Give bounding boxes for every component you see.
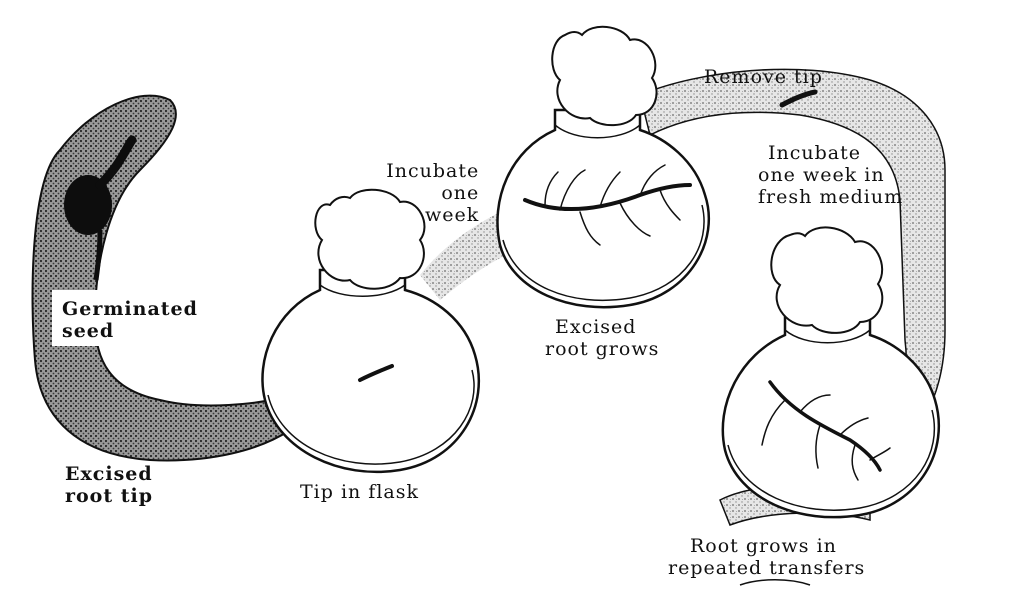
label-root-grows-transfers: Root grows in repeated transfers	[668, 535, 865, 579]
flask-3	[721, 226, 940, 519]
label-transfers-line1: Root grows in	[690, 535, 837, 557]
label-excised-tip-line2: root tip	[65, 485, 154, 507]
removed-tip-mark	[779, 89, 818, 108]
label-tip-in-flask: Tip in flask	[300, 481, 420, 503]
label-germinated-line2: seed	[62, 320, 115, 342]
label-incubate-line1: Incubate	[386, 160, 480, 182]
seed-root-band	[31, 94, 291, 462]
label-fresh-line1: Incubate	[768, 142, 861, 164]
label-incubate-line3: week	[425, 204, 480, 226]
label-germinated-line1: Germinated	[62, 298, 198, 320]
seed-icon	[64, 175, 112, 235]
flask-1	[261, 188, 480, 474]
root-tip-in-flask	[358, 364, 394, 382]
label-fresh-line2: one week in	[758, 164, 885, 186]
cotton-plug-2	[551, 25, 658, 127]
label-germinated-seed: Germinated seed	[62, 298, 198, 342]
label-excised-root-tip: Excised root tip	[65, 463, 153, 507]
label-incubate-fresh-medium: Incubate one week in fresh medium	[758, 142, 903, 208]
flask-2	[496, 25, 710, 309]
bottom-swirl	[739, 579, 811, 586]
label-root-grows-line2: root grows	[545, 338, 660, 360]
seed-sprout	[95, 135, 137, 190]
cotton-plug-3	[770, 226, 884, 334]
label-incubate-one-week: Incubate one week	[375, 160, 479, 226]
label-excised-root-grows: Excised root grows	[545, 316, 659, 360]
label-remove-tip: Remove tip	[704, 66, 823, 88]
label-fresh-line3: fresh medium	[758, 186, 904, 208]
label-excised-tip-line1: Excised	[65, 463, 153, 485]
seed-root	[93, 229, 103, 281]
branched-root-2	[761, 380, 891, 481]
label-root-grows-line1: Excised	[555, 316, 637, 338]
label-transfers-line2: repeated transfers	[668, 557, 866, 579]
branched-root-1	[523, 164, 692, 246]
cotton-plug-1	[314, 188, 426, 290]
label-incubate-line2: one	[441, 182, 480, 204]
